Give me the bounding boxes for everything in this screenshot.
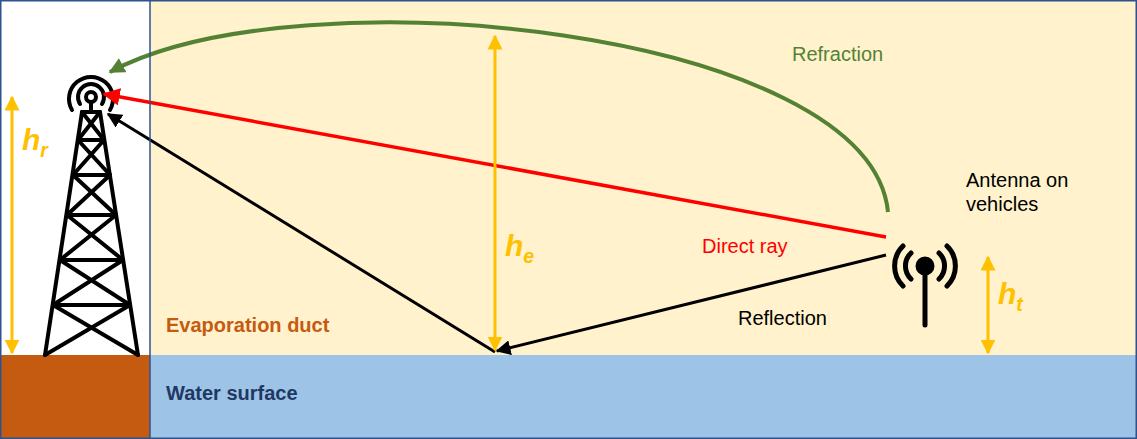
ray-label: Direct ray bbox=[702, 234, 788, 258]
reflected-ray bbox=[108, 114, 495, 352]
tower-ground bbox=[0, 355, 150, 439]
height-label: hr bbox=[22, 122, 48, 162]
antenna-label: Antenna on vehicles bbox=[966, 168, 1091, 216]
ray-label: Reflection bbox=[738, 306, 827, 330]
height-arrow bbox=[11, 97, 14, 353]
vehicle-antenna-symbol bbox=[895, 246, 956, 325]
height-label: ht bbox=[998, 276, 1023, 316]
incident-ray bbox=[497, 255, 886, 351]
ray-label: Refraction bbox=[792, 42, 883, 66]
band-label: Water surface bbox=[166, 382, 298, 405]
height-label: he bbox=[505, 228, 534, 268]
height-arrow bbox=[987, 257, 990, 353]
band-label: Evaporation duct bbox=[166, 314, 329, 337]
height-arrow bbox=[494, 36, 497, 350]
water-band: Water surface bbox=[150, 355, 1137, 439]
tower-symbol bbox=[45, 77, 138, 355]
frame-line bbox=[149, 0, 151, 439]
